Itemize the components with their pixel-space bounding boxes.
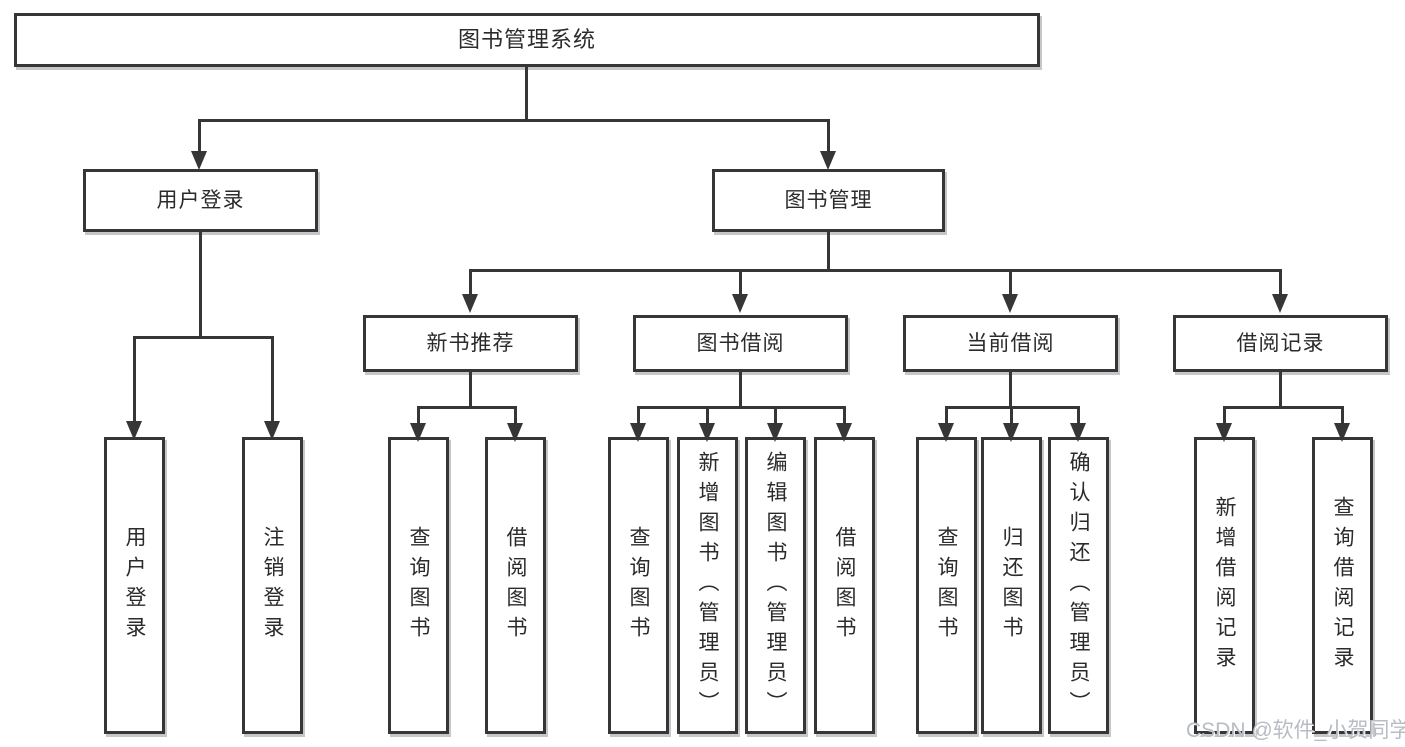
connector-line: [514, 406, 517, 427]
connector-line: [1279, 372, 1282, 409]
node-leaf-query-books-current: 查询图书: [916, 437, 977, 734]
node-label: 新书推荐: [426, 332, 515, 355]
arrow-down-icon: [1070, 423, 1086, 442]
node-borrowing-records: 借阅记录: [1173, 315, 1388, 372]
node-label: 查询借阅记录: [1331, 495, 1354, 676]
connector-line: [417, 406, 420, 427]
node-label: 用户登录: [123, 525, 146, 646]
connector-line: [469, 269, 1282, 272]
connector-line: [843, 406, 846, 427]
connector-line: [271, 336, 274, 424]
connector-line: [945, 406, 948, 427]
arrow-down-icon: [938, 423, 954, 442]
arrow-down-icon: [699, 423, 715, 442]
node-leaf-logout: 注销登录: [242, 437, 303, 734]
node-label: 新增图书（管理员）: [696, 450, 719, 721]
arrow-down-icon: [767, 423, 783, 442]
node-leaf-user-login: 用户登录: [104, 437, 165, 734]
connector-line: [1279, 269, 1282, 298]
arrow-down-icon: [1216, 423, 1232, 442]
connector-line: [133, 336, 273, 339]
connector-line: [199, 232, 202, 339]
node-label: 图书管理系统: [457, 27, 596, 52]
node-leaf-borrow-books-recommend: 借阅图书: [485, 437, 546, 734]
arrow-down-icon: [820, 151, 836, 170]
node-label: 新增借阅记录: [1213, 495, 1236, 676]
connector-line: [198, 119, 201, 155]
node-leaf-query-books-borrowing: 查询图书: [608, 437, 669, 734]
node-label: 查询图书: [407, 525, 430, 646]
arrow-down-icon: [410, 423, 426, 442]
node-label: 图书管理: [784, 189, 873, 212]
arrow-down-icon: [1003, 423, 1019, 442]
connector-line: [637, 406, 640, 427]
node-label: 用户登录: [156, 189, 245, 212]
node-label: 确认归还（管理员）: [1067, 450, 1090, 721]
arrow-down-icon: [126, 421, 142, 440]
connector-line: [417, 406, 517, 409]
connector-line: [198, 119, 830, 122]
node-label: 查询图书: [627, 525, 650, 646]
node-new-book-recommend: 新书推荐: [363, 315, 578, 372]
node-current-borrowing: 当前借阅: [903, 315, 1118, 372]
arrow-down-icon: [191, 151, 207, 170]
arrow-down-icon: [1334, 423, 1350, 442]
connector-line: [1077, 406, 1080, 427]
arrow-down-icon: [630, 423, 646, 442]
arrow-down-icon: [507, 423, 523, 442]
node-leaf-return-books: 归还图书: [981, 437, 1042, 734]
arrow-down-icon: [732, 294, 748, 313]
node-book-borrowing: 图书借阅: [633, 315, 848, 372]
connector-line: [739, 372, 742, 409]
connector-line: [706, 406, 709, 427]
arrow-down-icon: [1272, 294, 1288, 313]
connector-line: [1010, 406, 1013, 427]
connector-line: [827, 232, 830, 272]
connector-line: [1009, 269, 1012, 298]
connector-line: [469, 372, 472, 409]
node-label: 归还图书: [1000, 525, 1023, 646]
arrow-down-icon: [836, 423, 852, 442]
connector-line: [774, 406, 777, 427]
node-label: 注销登录: [261, 525, 284, 646]
connector-line: [637, 406, 845, 409]
node-label: 图书借阅: [696, 332, 785, 355]
node-label: 查询图书: [935, 525, 958, 646]
node-user-login-module: 用户登录: [83, 169, 318, 232]
node-leaf-query-books-recommend: 查询图书: [388, 437, 449, 734]
node-leaf-query-borrow-record: 查询借阅记录: [1312, 437, 1373, 734]
connector-line: [525, 67, 528, 121]
node-label: 编辑图书（管理员）: [764, 450, 787, 721]
node-leaf-edit-books-admin: 编辑图书（管理员）: [745, 437, 806, 734]
node-system-root: 图书管理系统: [14, 13, 1040, 67]
node-leaf-add-books-admin: 新增图书（管理员）: [677, 437, 738, 734]
connector-line: [469, 269, 472, 298]
arrow-down-icon: [1002, 294, 1018, 313]
connector-line: [1223, 406, 1343, 409]
connector-line: [1223, 406, 1226, 427]
connector-line: [739, 269, 742, 298]
node-book-management-module: 图书管理: [712, 169, 945, 232]
node-leaf-add-borrow-record: 新增借阅记录: [1194, 437, 1255, 734]
connector-line: [827, 119, 830, 155]
node-label: 当前借阅: [966, 332, 1055, 355]
arrow-down-icon: [462, 294, 478, 313]
arrow-down-icon: [264, 421, 280, 440]
node-leaf-borrow-books-borrowing: 借阅图书: [814, 437, 875, 734]
node-label: 借阅图书: [833, 525, 856, 646]
connector-line: [1341, 406, 1344, 427]
node-leaf-confirm-return-admin: 确认归还（管理员）: [1048, 437, 1109, 734]
node-label: 借阅记录: [1236, 332, 1325, 355]
csdn-watermark: CSDN @软件_小贺同学: [1186, 719, 1405, 742]
node-label: 借阅图书: [504, 525, 527, 646]
connector-line: [133, 336, 136, 424]
connector-line: [1009, 372, 1012, 409]
